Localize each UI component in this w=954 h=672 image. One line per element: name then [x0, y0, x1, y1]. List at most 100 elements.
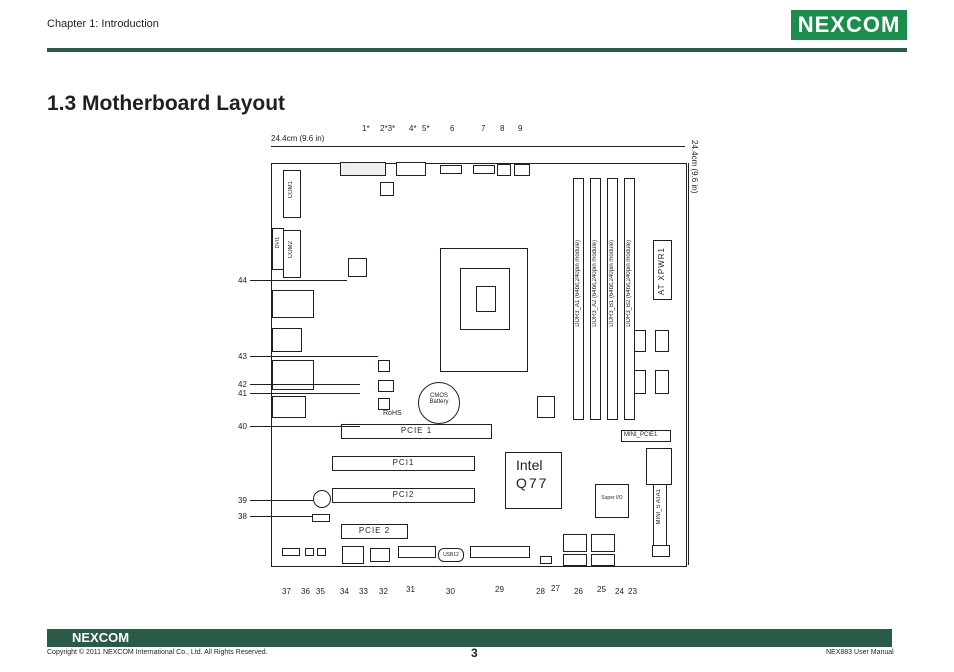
manual-name: NEX883 User Manual — [826, 649, 894, 656]
sata-25 — [591, 534, 615, 552]
dimm-label-a1: DDR3_A1 (64bit,240pin module) — [575, 240, 581, 327]
top-connector-3 — [380, 182, 394, 196]
callout-7: 7 — [481, 124, 486, 133]
pcie2-slot: PCIE 2 — [341, 524, 408, 539]
header-right-3 — [634, 370, 646, 394]
callout-25: 25 — [597, 585, 606, 594]
cmos-battery: CMOS Battery — [418, 382, 460, 424]
callout-27: 27 — [551, 584, 560, 593]
super-io-chip: Super I/O — [595, 484, 629, 518]
leader-39 — [250, 500, 313, 501]
pci1-slot: PCI1 — [332, 456, 475, 471]
callout-6: 6 — [450, 124, 455, 133]
dimm-label-b1: DDR3_B1 (64bit,240pin module) — [609, 240, 615, 327]
leader-40 — [250, 426, 360, 427]
header-37 — [282, 548, 300, 556]
leader-44 — [250, 280, 347, 281]
dimm-slot-b1 — [607, 178, 618, 420]
chapter-label: Chapter 1: Introduction — [47, 18, 159, 30]
header-bottom-right — [652, 545, 670, 557]
dimm-slot-a1 — [573, 178, 584, 420]
callout-35: 35 — [316, 587, 325, 596]
footer-logo: NEXCOM — [72, 630, 130, 645]
callout-37: 37 — [282, 587, 291, 596]
header-right-4 — [655, 370, 669, 394]
pcie1-slot: PCIE 1 — [341, 424, 492, 439]
callout-1: 1* — [362, 124, 370, 133]
com1-connector: COM1 — [283, 170, 301, 218]
dimm-label-b2: DDR3_B2 (64bit,240pin module) — [626, 240, 632, 327]
callout-44: 44 — [238, 276, 247, 285]
top-connector-1 — [340, 162, 386, 176]
pci2-slot: PCI2 — [332, 488, 475, 503]
top-connector-7 — [473, 165, 495, 174]
callout-32: 32 — [379, 587, 388, 596]
usb-stack-1 — [272, 290, 314, 318]
usb-stack-3 — [272, 360, 314, 390]
callout-30: 30 — [446, 587, 455, 596]
header-right-2 — [655, 330, 669, 352]
cpu-socket-core — [476, 286, 496, 312]
callout-40: 40 — [238, 422, 247, 431]
audio-jacks — [272, 396, 306, 418]
header-42 — [378, 380, 394, 392]
leader-43 — [250, 356, 378, 357]
page-title: 1.3 Motherboard Layout — [47, 92, 286, 115]
nexcom-logo: NEXCOM — [791, 10, 907, 40]
hdmi-chip — [537, 396, 555, 418]
header-34 — [342, 546, 364, 564]
callout-29: 29 — [495, 585, 504, 594]
callout-31: 31 — [406, 585, 415, 594]
callout-2-3: 2*3* — [380, 124, 396, 133]
board-width-label: 24.4cm (9.6 in) — [271, 134, 325, 143]
copyright-text: Copyright © 2011 NEXCOM International Co… — [47, 649, 268, 656]
callout-5: 5* — [422, 124, 430, 133]
header-40 — [378, 398, 390, 410]
height-dimension-line — [688, 163, 689, 565]
callout-39: 39 — [238, 496, 247, 505]
callout-23: 23 — [628, 587, 637, 596]
callout-9: 9 — [518, 124, 523, 133]
callout-24: 24 — [615, 587, 624, 596]
mini-pcie-slot: MINI_PCIE1 — [621, 430, 671, 442]
rohs-mark: RoHS — [383, 410, 402, 417]
dimm-label-a2: DDR3_A2 (64bit,240pin module) — [592, 240, 598, 327]
dvi-connector: DVI1 — [272, 228, 284, 270]
page-number: 3 — [471, 646, 478, 660]
atx-power-connector: AT XPWR1 — [653, 240, 672, 300]
header-29 — [470, 546, 530, 558]
board-height-label: 24.4cm (9.6 in) — [690, 140, 699, 194]
fan-header-43 — [378, 360, 390, 372]
sata-27 — [563, 534, 587, 552]
callout-38: 38 — [238, 512, 247, 521]
header-28 — [540, 556, 552, 564]
leader-38 — [250, 516, 312, 517]
dimm-slot-b2 — [624, 178, 635, 420]
callout-8: 8 — [500, 124, 505, 133]
header-35 — [317, 548, 326, 556]
callout-43: 43 — [238, 352, 247, 361]
sata-24 — [591, 554, 615, 566]
top-connector-2 — [396, 162, 426, 176]
front-panel-headers — [646, 448, 672, 485]
mini-sata-slot: MINI_S ATA1 — [653, 484, 667, 546]
header-31 — [398, 546, 436, 558]
leader-41 — [250, 393, 360, 394]
top-connector-8 — [497, 164, 511, 176]
top-connector-9 — [514, 164, 530, 176]
atx12v-connector — [348, 258, 367, 277]
width-dimension-line — [271, 146, 685, 147]
callout-26: 26 — [574, 587, 583, 596]
leader-42 — [250, 384, 360, 385]
sata-26 — [563, 554, 587, 566]
header-right-1 — [634, 330, 646, 352]
header-36 — [305, 548, 314, 556]
header-32 — [370, 548, 390, 562]
usb12-header: USB12 — [438, 548, 464, 562]
callout-42: 42 — [238, 380, 247, 389]
callout-34: 34 — [340, 587, 349, 596]
footer-bar — [47, 629, 892, 647]
header-38 — [312, 514, 330, 522]
callout-36: 36 — [301, 587, 310, 596]
callout-28: 28 — [536, 587, 545, 596]
